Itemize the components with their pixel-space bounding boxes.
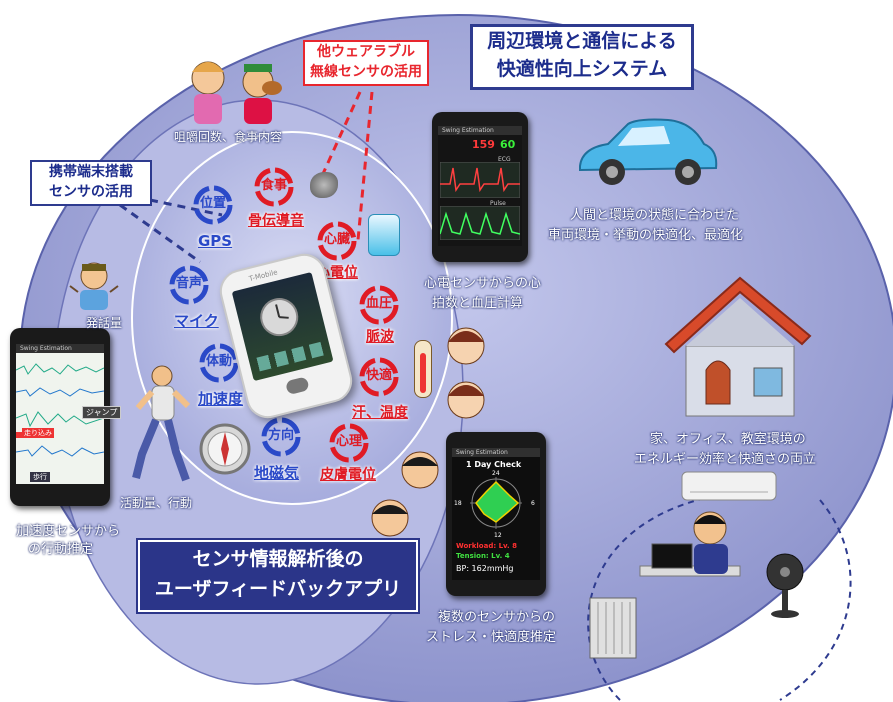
compass-icon	[199, 423, 251, 475]
feedback-title-line1: センサ情報解析後の	[192, 548, 364, 570]
tension-level: Tension: Lv. 4	[456, 552, 510, 560]
wearable-comfort: 快適	[356, 354, 402, 400]
clock-icon	[260, 298, 299, 337]
ecg-bp-value: 60	[500, 138, 516, 151]
ecg-phone-screen: Swing Estimation 159 60 ECG Pulse Wave	[438, 126, 522, 246]
stress-phone-screen: Swing Estimation 1 Day Check 24 6 12 18 …	[452, 448, 540, 580]
wearable-title-line1: 他ウェアラブル	[317, 44, 415, 60]
sensor-position-label: GPS	[198, 232, 233, 250]
wearable-heart-word: 心臓	[323, 232, 350, 247]
sensor-motion-word: 体動	[205, 354, 232, 369]
sensor-voice-word: 音声	[175, 276, 202, 291]
stress-phone: Swing Estimation 1 Day Check 24 6 12 18 …	[446, 432, 546, 596]
feedback-title-line2: ユーザフィードバックアプリ	[154, 578, 402, 600]
sensor-voice: 音声	[166, 262, 212, 308]
ecg-estimate-caption-1: 心電センサからの心	[424, 276, 542, 291]
bone-conduction-sensor-icon	[310, 172, 338, 198]
dashed-curve-house	[587, 494, 852, 701]
app-icons-row	[256, 341, 324, 372]
sensor-direction-label: 地磁気	[254, 464, 300, 482]
thermometer-icon	[414, 340, 432, 398]
ecg-waveform	[440, 162, 520, 198]
activity-caption: 活動量、行動	[120, 496, 193, 510]
wearable-bp-word: 血圧	[365, 296, 392, 311]
car-caption-2: 車両環境・挙動の快適化、最適化	[548, 228, 744, 243]
car-caption-1: 人間と環境の状態に合わせた	[570, 208, 740, 223]
sensor-direction-word: 方向	[267, 428, 294, 443]
run-tag: 走り込み	[22, 428, 54, 438]
speech-caption: 発話量	[86, 316, 123, 330]
center-phone-screen	[231, 271, 334, 382]
wearable-title-box: 他ウェアラブル 無線センサの活用	[303, 40, 429, 86]
wearable-heart: 心臓	[314, 218, 360, 264]
person-running-icon	[132, 365, 191, 482]
dashed-link-wearable	[320, 91, 374, 241]
stress-radar-chart	[470, 477, 522, 529]
walk-tag: 歩行	[30, 472, 50, 482]
accel-estimate-caption-1: 加速度センサから	[16, 524, 121, 539]
sensor-motion-label: 加速度	[198, 390, 244, 408]
chewing-caption: 咀嚼回数、食事内容	[174, 130, 283, 144]
person-speaking-icon	[69, 262, 119, 310]
system-title-line2: 快適性向上システム	[496, 58, 668, 80]
car-icon	[579, 118, 718, 185]
wearable-bp: 血圧	[356, 282, 402, 328]
stress-estimate-caption-1: 複数のセンサからの	[438, 610, 556, 625]
fan-icon	[766, 553, 804, 618]
heater-icon	[589, 597, 637, 659]
stressed-faces-icon	[371, 451, 439, 537]
ecg-sensor-icon	[368, 214, 400, 256]
feedback-app-box: センサ情報解析後の ユーザフィードバックアプリ	[138, 540, 418, 612]
wearable-mind: 心理	[326, 420, 372, 466]
stress-estimate-caption-2: ストレス・快適度推定	[426, 630, 557, 645]
stress-phone-title: Swing Estimation	[452, 448, 540, 457]
mobile-sensor-line2: センサの活用	[49, 184, 133, 200]
wearable-bp-label: 脈波	[366, 329, 394, 345]
office-worker-icon	[639, 511, 741, 577]
wearable-comfort-word: 快適	[365, 368, 392, 383]
wearable-meal-word: 食事	[260, 178, 287, 193]
people-eating-icon	[191, 61, 282, 124]
wearable-mind-word: 心理	[335, 434, 362, 449]
faces-icon	[447, 327, 485, 419]
wearable-title-line2: 無線センサの活用	[310, 64, 422, 80]
dashed-link-mobile	[119, 198, 223, 264]
ecg-phone-title: Swing Estimation	[438, 126, 522, 135]
sensor-voice-label: マイク	[174, 312, 219, 330]
sensor-motion: 体動	[196, 340, 242, 386]
system-title-line1: 周辺環境と通信による	[487, 30, 677, 52]
system-title-box: 周辺環境と通信による 快適性向上システム	[470, 24, 694, 90]
pulse-waveform	[440, 206, 520, 240]
ecg-estimate-caption-2: 拍数と血圧計算	[432, 296, 524, 311]
radar-hour-bottom: 12	[494, 532, 502, 539]
sensor-position-word: 位置	[199, 196, 226, 211]
ecg-plot-label: ECG	[498, 156, 511, 163]
thermometer-mercury	[420, 353, 426, 393]
accel-phone-title: Swing Estimation	[16, 344, 104, 353]
air-conditioner-icon	[681, 471, 777, 501]
workload-level: Workload: Lv. 8	[456, 542, 517, 550]
mobile-sensor-line1: 携帯端末搭載	[49, 164, 133, 180]
sensor-direction: 方向	[258, 414, 304, 460]
wearable-comfort-label: 汗、温度	[352, 405, 408, 421]
stress-check-label: 1 Day Check	[466, 460, 522, 469]
wearable-mind-label: 皮膚電位	[320, 467, 376, 483]
radar-hour-left: 18	[454, 500, 462, 507]
jump-tag: ジャンプ	[82, 406, 122, 419]
sensor-position: 位置	[190, 182, 236, 228]
accel-estimate-caption-2: の行動推定	[28, 542, 94, 557]
house-caption-1: 家、オフィス、教室環境の	[650, 432, 806, 447]
wearable-meal-label: 骨伝導音	[248, 213, 304, 229]
radar-hour-right: 6	[531, 500, 535, 507]
wearable-meal: 食事	[251, 164, 297, 210]
center-phone-trackball	[285, 376, 310, 396]
mobile-sensor-box: 携帯端末搭載 センサの活用	[30, 160, 152, 206]
radar-hour-top: 24	[492, 470, 500, 477]
center-smartphone: T-Mobile	[215, 249, 357, 423]
house-caption-2: エネルギー効率と快適さの両立	[634, 452, 817, 467]
bp-reading: BP: 162mmHg	[456, 564, 514, 573]
house-icon	[664, 276, 812, 417]
ecg-phone: Swing Estimation 159 60 ECG Pulse Wave	[432, 112, 528, 262]
ecg-hr-value: 159	[472, 138, 495, 151]
